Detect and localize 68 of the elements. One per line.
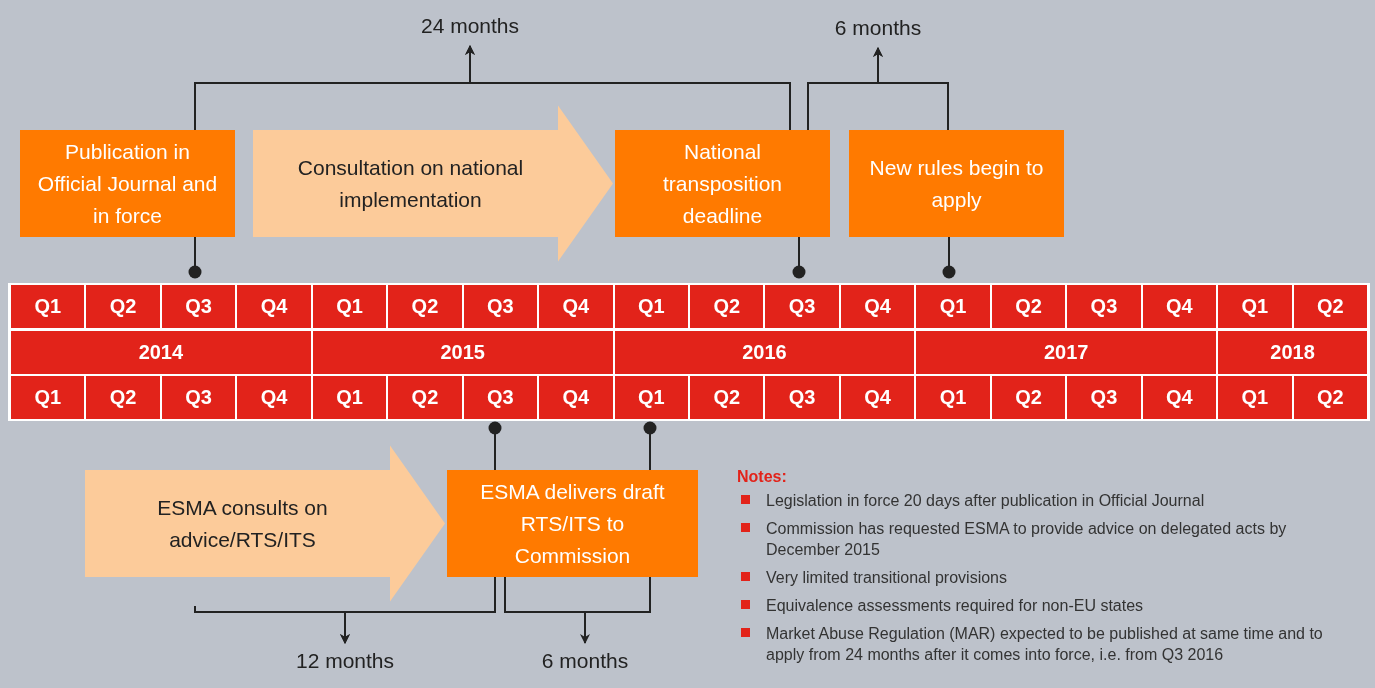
timeline-cell: Q3 [1067,376,1141,419]
block-arrow [85,445,445,602]
bracket-arrow [504,576,651,644]
bracket-arrow [340,576,496,644]
timeline-cell: 2015 [312,331,613,374]
bracket-arrow [465,45,791,131]
timeline-cell: Q1 [916,376,990,419]
notes-heading: Notes: [737,468,787,486]
timeline-cell: Q3 [161,376,236,419]
milestone-box: Publication in Official Journal and in force [20,130,235,237]
timeline-cell: Q3 [161,285,236,328]
timeline-cell: Q2 [991,376,1066,419]
timeline-cell: 2018 [1218,331,1367,374]
timeline-cell: Q1 [11,285,85,328]
block-arrow [253,105,613,262]
leader-line [488,421,502,471]
timeline-cell: Q4 [840,376,915,419]
leader-line [792,236,806,279]
timeline-cell: Q4 [840,285,915,328]
timeline-cell: Q2 [388,285,462,328]
timeline-cell: Q2 [388,376,462,419]
duration-label: 6 months [818,12,938,44]
note-text: Equivalence assessments required for non-EU states [766,597,1144,614]
timeline-cell: Q1 [312,376,387,419]
timeline-cell: 2017 [916,331,1217,374]
timeline-cell: Q3 [765,376,839,419]
duration-label: 12 months [280,645,410,677]
duration-label: 6 months [525,645,645,677]
timeline-cell: Q4 [237,285,311,328]
note-text: Market Abuse Regulation (MAR) expected to be published at same time and to apply from 24 months after it comes into force, i.e. from Q3 2016 [766,625,1323,663]
milestone-box: New rules begin to apply [849,130,1064,237]
timeline-cell: Q2 [86,285,160,328]
timeline-cell: Q4 [1142,376,1217,419]
timeline-cell: Q4 [539,285,613,328]
edge-label: ESMA consults on advice/RTS/ITS [156,494,329,553]
timeline-cell: Q1 [916,285,990,328]
timeline-cell: Q2 [991,285,1066,328]
timeline-cell: Q1 [312,285,387,328]
note-text: Very limited transitional provisions [766,569,1007,586]
timeline-cell: 2016 [614,331,915,374]
leader-line [942,236,956,279]
milestone-box: National transposition deadline [615,130,830,237]
timeline-cell: Q1 [1218,376,1292,419]
edge-label: Consultation on national implementation [296,154,525,213]
note-text: Commission has requested ESMA to provide advice on delegated acts by December 2015 [766,520,1287,558]
bracket-arrow [873,47,949,131]
timeline-cell: Q4 [237,376,311,419]
timeline-cell: Q2 [86,376,160,419]
timeline-cell: Q4 [539,376,613,419]
timeline-cell: 2014 [11,331,311,374]
leader-line [643,421,657,471]
timeline-cell: Q1 [614,285,688,328]
timeline-cell: Q2 [1293,376,1367,419]
duration-label: 24 months [410,10,530,42]
timeline-cell: Q3 [765,285,839,328]
leader-line [188,236,202,279]
timeline-cell: Q1 [614,376,688,419]
timeline-cell: Q1 [1218,285,1292,328]
timeline-cell: Q1 [11,376,85,419]
timeline-cell: Q2 [690,376,764,419]
note-text: Legislation in force 20 days after publication in Official Journal [766,492,1205,509]
timeline-cell: Q3 [463,285,538,328]
timeline-cell: Q3 [463,376,538,419]
timeline-cell: Q2 [1293,285,1367,328]
timeline-cell: Q3 [1067,285,1141,328]
milestone-box: ESMA delivers draft RTS/ITS to Commission [447,470,698,577]
timeline-cell: Q2 [690,285,764,328]
timeline-cell: Q4 [1142,285,1217,328]
